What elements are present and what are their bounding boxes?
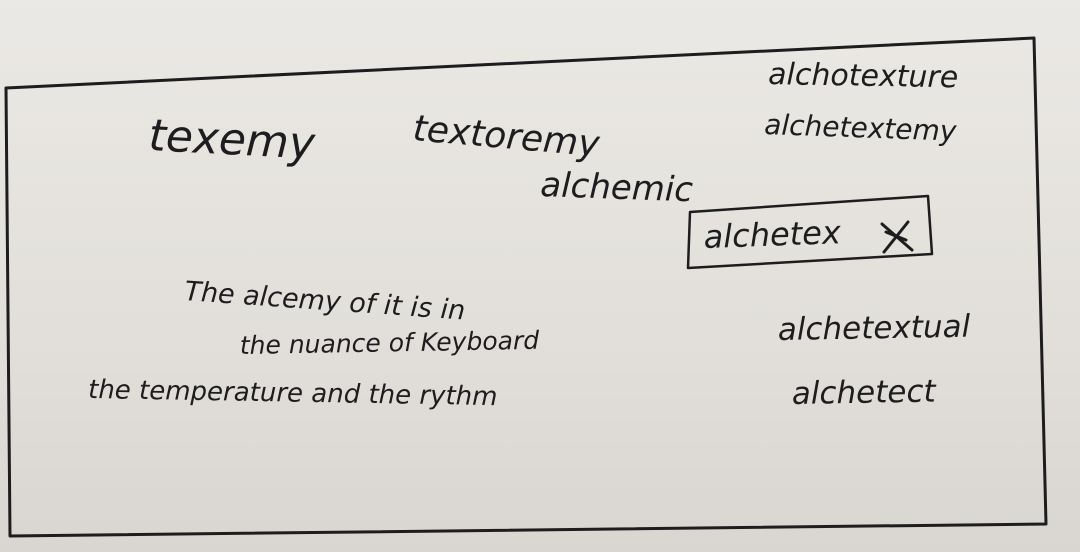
word-box <box>686 194 934 270</box>
word-textoremy: textoremy <box>411 108 602 165</box>
word-alchetex-boxed: alchetex <box>703 213 843 256</box>
outer-frame <box>4 36 1048 538</box>
scribble-mark <box>880 220 914 254</box>
word-alchetect: alchetect <box>792 373 938 412</box>
word-texemy: texemy <box>147 110 317 170</box>
word-alchotexture: alchotexture <box>768 57 959 95</box>
word-alchemic: alchemic <box>540 165 694 210</box>
sentence-line-1: The alcemy of it is in <box>184 276 467 327</box>
sentence-line-2: the nuance of Keyboard <box>240 326 540 360</box>
word-alchetextual: alchetextual <box>778 309 971 348</box>
word-alchetextemy: alchetextemy <box>764 108 958 148</box>
sentence-line-3: the temperature and the rythm <box>88 375 498 412</box>
